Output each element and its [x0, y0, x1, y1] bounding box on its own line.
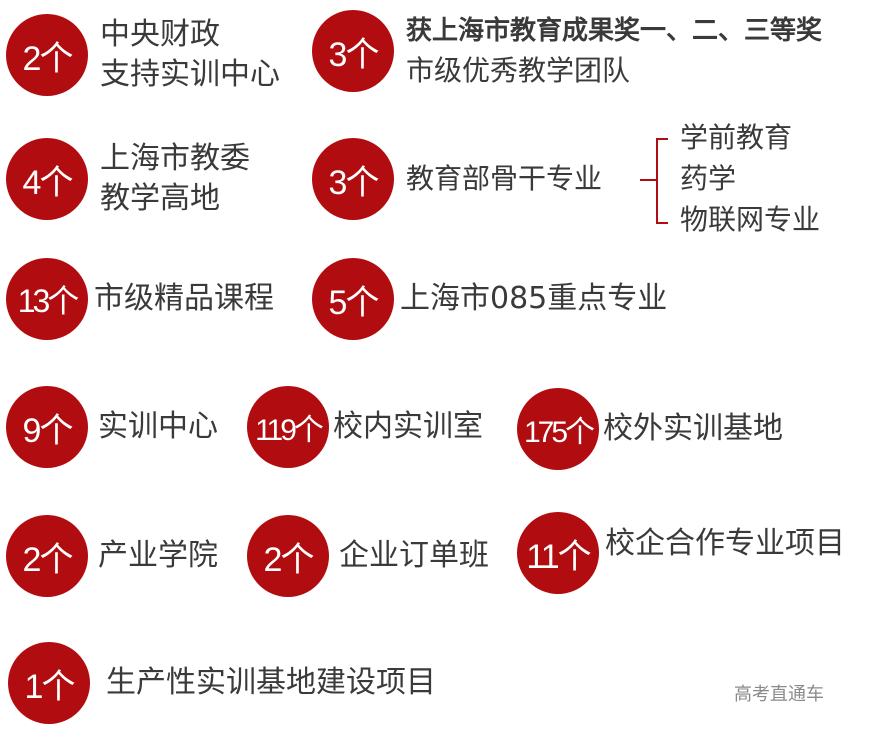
- stat-label: 获上海市教育成果奖一、二、三等奖 市级优秀教学团队: [406, 11, 822, 91]
- stat-label: 产业学院: [98, 538, 218, 573]
- count-badge: 3个: [312, 10, 394, 92]
- stat-item: 2个 中央财政 支持实训中心: [6, 14, 280, 96]
- label-line: 教学高地: [100, 181, 220, 216]
- count-badge: 9个: [6, 386, 88, 468]
- count-badge: 11个: [517, 512, 599, 594]
- count-badge: 4个: [6, 138, 88, 220]
- stat-item: 5个 上海市085重点专业: [312, 258, 667, 340]
- label-line-bold: 获上海市教育成果奖一、二、三等奖: [406, 16, 823, 46]
- stat-item: 2个 企业订单班: [247, 515, 489, 597]
- sub-item: 学前教育: [680, 121, 793, 154]
- sub-item: 物联网专业: [680, 203, 821, 236]
- bracket: [656, 138, 668, 224]
- stat-item: 13个 市级精品课程: [6, 258, 274, 340]
- stat-label: 市级精品课程: [94, 281, 274, 316]
- watermark: 高考直通车: [734, 684, 824, 705]
- count-badge: 3个: [312, 138, 394, 220]
- count-badge: 2个: [6, 14, 88, 96]
- bracket-connector: [640, 179, 656, 181]
- stat-item: 2个 产业学院: [6, 515, 218, 597]
- count-badge: 119个: [247, 386, 329, 468]
- stat-item: 119个 校内实训室: [247, 386, 483, 468]
- stat-label: 实训中心: [98, 409, 218, 444]
- sub-item: 药学: [680, 162, 737, 195]
- stat-label: 企业订单班: [339, 538, 489, 573]
- stat-item: 11个 校企合作专业项目: [517, 512, 845, 594]
- count-badge: 2个: [6, 515, 88, 597]
- count-badge: 5个: [312, 258, 394, 340]
- stat-item: 1个 生产性实训基地建设项目: [8, 642, 436, 724]
- stat-label: 上海市教委 教学高地: [100, 139, 250, 219]
- stat-item: 3个 教育部骨干专业: [312, 138, 602, 220]
- stat-label: 校外实训基地: [603, 411, 783, 446]
- stat-label: 上海市085重点专业: [400, 281, 668, 316]
- label-line: 支持实训中心: [100, 57, 280, 92]
- count-badge: 2个: [247, 515, 329, 597]
- stat-label: 校企合作专业项目: [605, 526, 845, 561]
- stat-label: 教育部骨干专业: [406, 162, 603, 195]
- stat-label: 校内实训室: [333, 409, 483, 444]
- stat-item: 175个 校外实训基地: [517, 388, 783, 470]
- label-line: 中央财政: [100, 17, 220, 52]
- count-badge: 13个: [6, 258, 88, 340]
- label-line: 市级优秀教学团队: [406, 54, 631, 87]
- count-badge: 1个: [8, 642, 90, 724]
- stat-label: 生产性实训基地建设项目: [106, 665, 436, 700]
- stat-label: 中央财政 支持实训中心: [100, 15, 280, 95]
- label-line: 上海市教委: [100, 141, 250, 176]
- count-badge: 175个: [517, 388, 599, 470]
- stat-item: 9个 实训中心: [6, 386, 218, 468]
- stat-item: 3个 获上海市教育成果奖一、二、三等奖 市级优秀教学团队: [312, 10, 822, 92]
- stat-item: 4个 上海市教委 教学高地: [6, 138, 250, 220]
